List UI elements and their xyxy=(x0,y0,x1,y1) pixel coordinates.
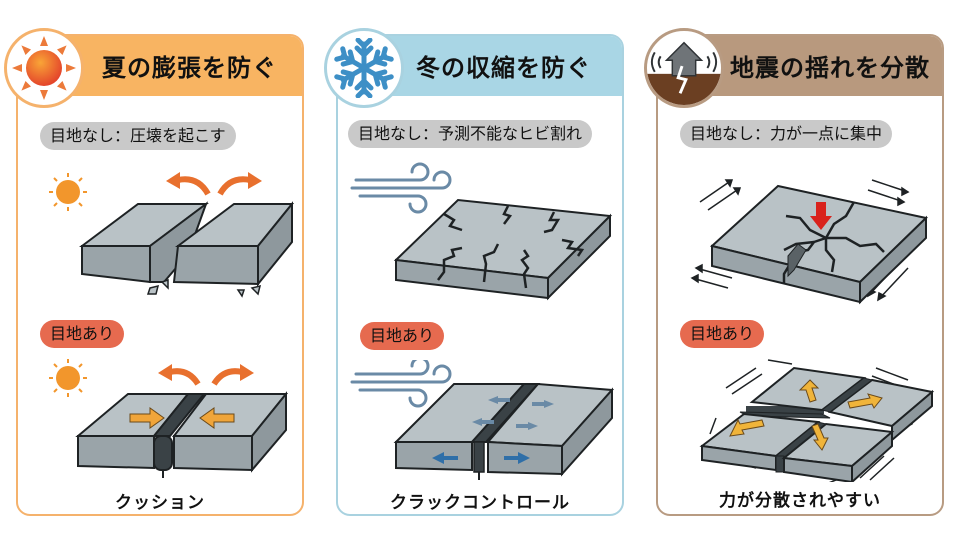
panel-header: 地震の揺れを分散 xyxy=(658,36,942,96)
without-joint-label: 目地なし：力が一点に集中 xyxy=(680,120,893,148)
panel-box: 冬の収縮を防ぐ 目地なし：予測不能なヒビ割れ 目地あり xyxy=(336,34,624,516)
panel-box: 地震の揺れを分散 目地なし：力が一点に集中 xyxy=(656,34,944,516)
with-joint-label: 目地あり xyxy=(40,320,125,348)
without-joint-label: 目地なし：圧壊を起こす xyxy=(40,122,236,150)
wind-icon xyxy=(350,360,452,408)
four-slabs-dispersed-force-illustration xyxy=(699,359,935,482)
small-sun-icon xyxy=(49,173,87,211)
panel-title: 夏の膨張を防ぐ xyxy=(102,54,277,82)
panel-winter: 冬の収縮を防ぐ 目地なし：予測不能なヒビ割れ 目地あり xyxy=(324,28,624,516)
panel-summer: 夏の膨張を防ぐ 目地なし：圧壊を起こす xyxy=(4,28,304,516)
two-slabs-with-cushion-illustration xyxy=(49,359,289,478)
sun-icon xyxy=(4,28,84,108)
red-down-arrow xyxy=(810,202,832,230)
cushion-caption: クッション xyxy=(115,493,205,513)
with-joint-label: 目地あり xyxy=(680,320,765,348)
small-sun-icon xyxy=(49,359,87,397)
with-joint-label: 目地あり xyxy=(360,322,445,350)
slab-random-cracks-illustration xyxy=(350,162,613,301)
snowflake-icon xyxy=(324,28,404,108)
panel-earthquake: 地震の揺れを分散 目地なし：力が一点に集中 xyxy=(644,28,944,516)
without-joint-label: 目地なし：予測不能なヒビ割れ xyxy=(348,120,593,148)
two-slabs-crushed-edges-illustration xyxy=(49,172,295,298)
panel-box: 夏の膨張を防ぐ 目地なし：圧壊を起こす xyxy=(16,34,304,516)
earthquake-house-icon xyxy=(644,28,724,108)
crack-control-caption: クラックコントロール xyxy=(390,493,570,513)
wind-icon xyxy=(350,162,452,214)
panel-title: 冬の収縮を防ぐ xyxy=(416,54,591,82)
two-slabs-crack-control-joint-illustration xyxy=(350,360,615,480)
panel-title: 地震の揺れを分散 xyxy=(730,54,930,82)
dispersed-force-caption: 力が分散されやすい xyxy=(719,491,881,511)
slab-concentrated-crack-illustration xyxy=(690,179,929,305)
